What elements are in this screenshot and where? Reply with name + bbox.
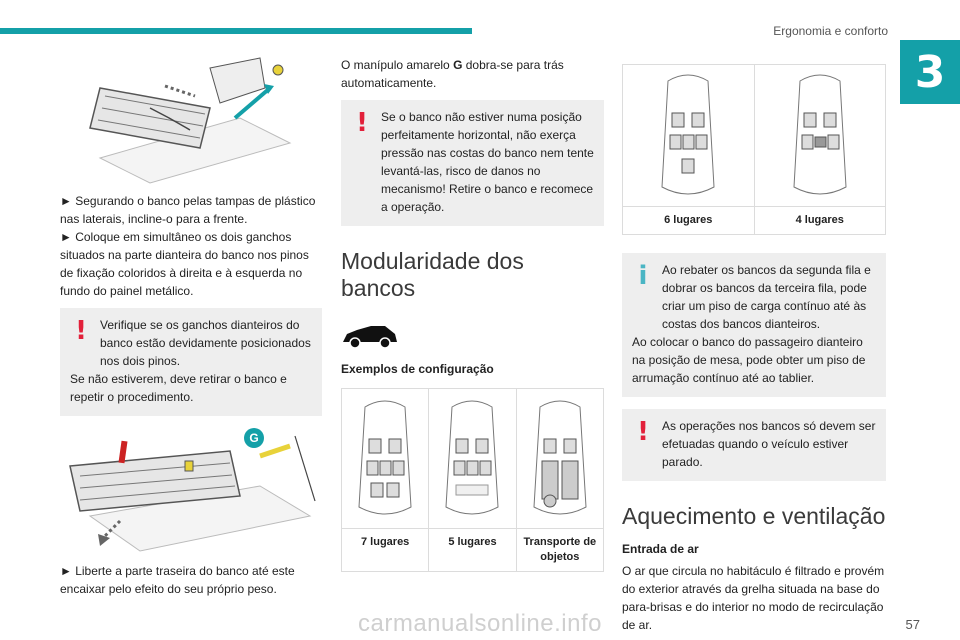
- handle-text-pre: O manípulo amarelo: [341, 58, 454, 72]
- warning-box-2: ! Se o banco não estiver numa posição pe…: [341, 100, 604, 226]
- config-table-1: 7 lugares 5 lugares: [341, 388, 604, 572]
- config-label-cargo: Transporte de objetos: [523, 536, 597, 563]
- header-accent-bar: [0, 28, 472, 34]
- instruction-2: ► Coloque em simultâneo os dois ganchos …: [60, 230, 309, 298]
- label-g-marker: G: [244, 428, 264, 448]
- subtitle-air-intake: Entrada de ar: [622, 542, 699, 556]
- warning-1-text-a: Verifique se os ganchos dianteiros do ba…: [100, 318, 311, 368]
- section-title-modularity: Modularidade dos bancos: [341, 248, 524, 301]
- watermark: carmanualsonline.info: [358, 610, 602, 637]
- car-silhouette-icon: [341, 320, 604, 350]
- config-table-2: 6 lugares 4 lugares: [622, 64, 886, 235]
- config-cell-4-seats: 4 lugares: [754, 65, 885, 234]
- config-cell-6-seats: 6 lugares: [623, 65, 755, 234]
- section-title-heating: Aquecimento e ventilação: [622, 503, 886, 529]
- column-1: ► Segurando o banco pelas tampas de plás…: [60, 48, 322, 598]
- info-text-b: Ao colocar o banco do passageiro diantei…: [632, 335, 866, 385]
- warning-2-text: Se o banco não estiver numa posição perf…: [381, 110, 594, 214]
- config-label-5: 5 lugares: [448, 536, 497, 548]
- car-topview-5-seats: [429, 389, 516, 529]
- car-topview-6-seats: [623, 65, 754, 207]
- seat-hook-illustration: [60, 48, 322, 188]
- config-cell-7-seats: 7 lugares: [342, 389, 430, 571]
- column-2: O manípulo amarelo G dobra-se para trás …: [341, 56, 604, 572]
- warning-exclamation-icon: !: [75, 316, 87, 346]
- seat-lower-illustration: [60, 426, 322, 556]
- warning-3-text: As operações nos bancos só devem ser efe…: [662, 419, 876, 469]
- car-topview-7-seats: [342, 389, 429, 529]
- warning-1-text-b: Se não estiverem, deve retirar o banco e…: [70, 372, 287, 404]
- chapter-title: Ergonomia e conforto: [773, 24, 888, 38]
- chapter-number-tab: 3: [900, 40, 960, 104]
- warning-box-3: ! As operações nos bancos só devem ser e…: [622, 409, 886, 481]
- config-label-4: 4 lugares: [795, 214, 844, 226]
- seat-illustration-2: G: [60, 426, 322, 556]
- config-cell-5-seats: 5 lugares: [429, 389, 517, 571]
- page-number: 57: [905, 617, 920, 632]
- instruction-1: ► Segurando o banco pelas tampas de plás…: [60, 194, 316, 226]
- warning-box-1: ! Verifique se os ganchos dianteiros do …: [60, 308, 322, 416]
- column-3: 6 lugares 4 lugares i Ao rebater os banc…: [622, 64, 886, 634]
- config-cell-cargo: Transporte de objetos: [516, 389, 603, 571]
- config-label-7: 7 lugares: [361, 536, 410, 548]
- handle-label-g: G: [453, 58, 463, 72]
- seat-illustration-1: [60, 48, 322, 188]
- config-label-6: 6 lugares: [664, 214, 713, 226]
- handle-text-post: dobra-se para trás automaticamente.: [341, 58, 564, 90]
- warning-exclamation-icon: !: [356, 108, 368, 138]
- instruction-3: ► Liberte a parte traseira do banco até …: [60, 564, 295, 596]
- car-topview-4-seats: [754, 65, 885, 207]
- info-box: i Ao rebater os bancos da segunda fila e…: [622, 253, 886, 397]
- handle-description: O manípulo amarelo G dobra-se para trás …: [341, 56, 604, 92]
- warning-exclamation-icon: !: [637, 417, 649, 447]
- air-intake-text: O ar que circula no habitáculo é filtrad…: [622, 564, 885, 632]
- info-text-a: Ao rebater os bancos da segunda fila e d…: [662, 263, 871, 331]
- info-i-icon: i: [638, 261, 648, 291]
- subtitle-config-examples: Exemplos de configuração: [341, 362, 494, 376]
- car-topview-cargo: [516, 389, 603, 529]
